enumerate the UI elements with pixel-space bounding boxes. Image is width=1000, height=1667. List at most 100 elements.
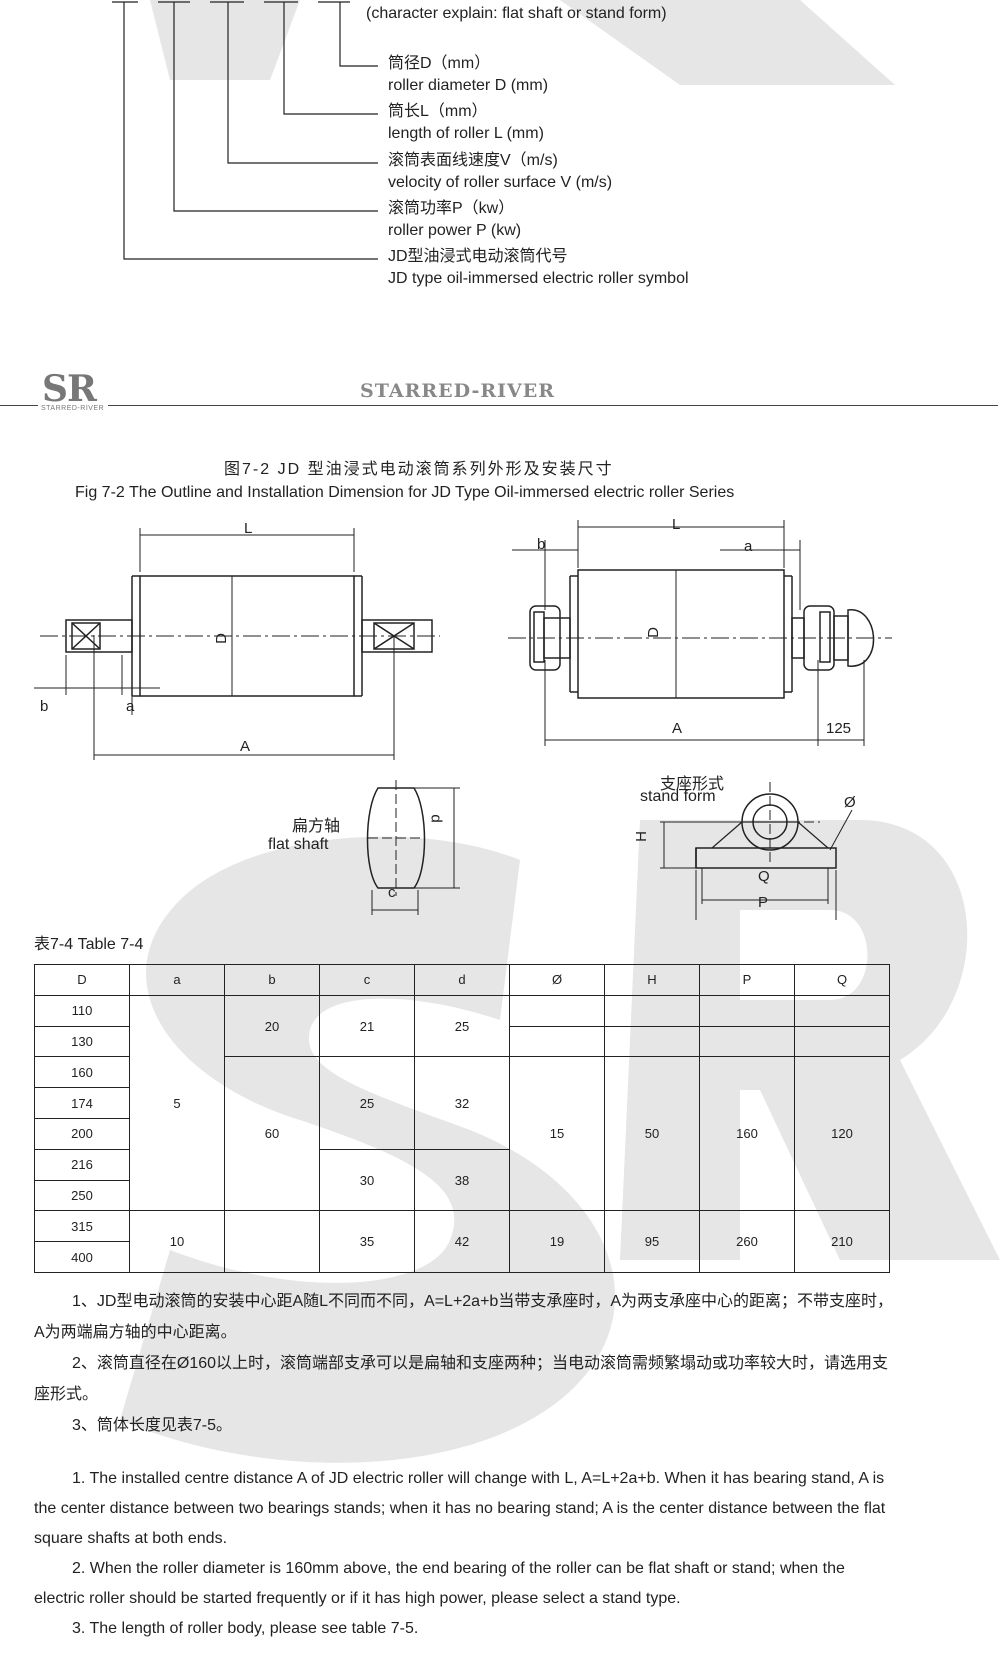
cell-H-empty: [604, 994, 700, 1027]
table-caption: 表7-4 Table 7-4: [34, 936, 144, 953]
stand-dim-phi: Ø: [844, 794, 856, 811]
left-dim-D: D: [212, 633, 230, 644]
table-header-row: D a b c d Ø H P Q: [34, 964, 890, 996]
table-row: 400: [34, 1241, 890, 1273]
cell-b: 60: [224, 1056, 320, 1212]
right-dim-L: L: [672, 516, 681, 533]
cell-D: 400: [34, 1241, 130, 1273]
cell-b: 20: [224, 994, 320, 1058]
legend-item-1-zh: 筒径D（mm）: [388, 55, 491, 72]
cell-d: 25: [414, 994, 510, 1058]
right-dim-A: A: [672, 720, 683, 737]
left-dim-A: A: [240, 738, 251, 755]
legend-item-4-en: roller power P (kw): [388, 222, 522, 239]
cell-P-empty: [699, 1025, 795, 1058]
cell-a: 5: [129, 994, 225, 1212]
table-row: 216 30 38: [34, 1148, 890, 1212]
cell-phi-empty: [509, 1025, 605, 1058]
legend-item-0-en: (character explain: flat shaft or stand …: [366, 5, 667, 22]
flat-shaft-dim-c: c: [388, 884, 396, 901]
note-zh-1: 1、JD型电动滚筒的安装中心距A随L不同而不同，A=L+2a+b当带支承座时，A…: [34, 1293, 893, 1341]
cell-c: 30: [319, 1148, 415, 1212]
cell-H-empty: [604, 1025, 700, 1058]
notes-chinese: 1、JD型电动滚筒的安装中心距A随L不同而不同，A=L+2a+b当带支承座时，A…: [34, 1286, 894, 1441]
legend-item-5-en: JD type oil-immersed electric roller sym…: [388, 270, 689, 287]
figure-title-zh: 图7-2 JD 型油浸式电动滚筒系列外形及安装尺寸: [224, 461, 614, 478]
note-en-1: 1. The installed centre distance A of JD…: [34, 1470, 886, 1547]
header-rule-right: [108, 405, 998, 406]
cell-P-empty: [699, 994, 795, 1027]
cell-D: 130: [34, 1025, 130, 1058]
cell-phi: 15: [509, 1056, 605, 1212]
roller-drawings: [34, 520, 892, 920]
right-dim-D: D: [644, 627, 662, 638]
cell-D: 110: [34, 994, 130, 1027]
cell-D: 250: [34, 1179, 130, 1212]
cell-d: 32: [414, 1056, 510, 1150]
header-b: b: [224, 964, 320, 996]
cell-phi-empty: [509, 994, 605, 1027]
notes-english: 1. The installed centre distance A of JD…: [34, 1464, 894, 1644]
cell-D: 160: [34, 1056, 130, 1089]
cell-H: 50: [604, 1056, 700, 1212]
header-H: H: [604, 964, 700, 996]
header-rule-left: [0, 405, 38, 406]
cell-phi: 19: [509, 1210, 605, 1273]
header-c: c: [319, 964, 415, 996]
left-dim-a: a: [126, 698, 135, 715]
cell-d: 42: [414, 1210, 510, 1273]
cell-P: 260: [699, 1210, 795, 1273]
stand-label-zh: 支座形式: [660, 776, 725, 793]
right-dim-125: 125: [826, 720, 852, 737]
sr-logo-subtext: STARRED-RIVER: [41, 405, 105, 412]
header-Q: Q: [794, 964, 890, 996]
cell-c: 25: [319, 1056, 415, 1150]
cell-H: 95: [604, 1210, 700, 1273]
cell-b-empty: [224, 1210, 320, 1273]
table-row: 110 5 20 21 25: [34, 994, 890, 1212]
code-legend-lines: [112, 1, 378, 260]
table-row: 174: [34, 1087, 890, 1119]
stand-dim-Q: Q: [758, 868, 770, 885]
cell-P: 160: [699, 1056, 795, 1212]
cell-D: 174: [34, 1087, 130, 1119]
right-roller-body: [577, 569, 785, 699]
cell-Q: 120: [794, 1056, 890, 1212]
stand-dim-P: P: [758, 894, 769, 911]
legend-item-1-en: roller diameter D (mm): [388, 77, 549, 94]
legend-item-4-zh: 滚筒功率P（kw）: [388, 200, 515, 217]
legend-item-3-en: velocity of roller surface V (m/s): [388, 174, 613, 191]
cell-Q-empty: [794, 1025, 890, 1058]
header-a: a: [129, 964, 225, 996]
stand-dim-H: H: [632, 831, 650, 842]
left-dim-L: L: [244, 520, 253, 537]
legend-item-5-zh: JD型油浸式电动滚筒代号: [388, 248, 568, 265]
dimension-table: D a b c d Ø H P Q 110 5 20 21 25 130 160…: [34, 964, 890, 1273]
sr-logo: SR: [42, 368, 97, 410]
cell-Q-empty: [794, 994, 890, 1027]
stand-label-en: stand form: [640, 788, 716, 805]
left-dim-b: b: [40, 698, 49, 715]
note-en-3: 3. The length of roller body, please see…: [72, 1620, 419, 1637]
cell-c: 21: [319, 994, 415, 1058]
cell-a: 10: [129, 1210, 225, 1273]
brand-name: STARRED-RIVER: [360, 380, 556, 402]
header-d: d: [414, 964, 510, 996]
cell-D: 200: [34, 1117, 130, 1150]
right-dim-b: b: [537, 536, 546, 553]
cell-D: 315: [34, 1210, 130, 1243]
note-zh-3: 3、筒体长度见表7-5。: [72, 1417, 233, 1434]
note-en-2: 2. When the roller diameter is 160mm abo…: [34, 1560, 845, 1607]
cell-c: 35: [319, 1210, 415, 1273]
cell-D: 216: [34, 1148, 130, 1181]
table-row: 130: [34, 1025, 890, 1058]
cell-Q: 210: [794, 1210, 890, 1273]
note-zh-2: 2、滚筒直径在Ø160以上时，滚筒端部支承可以是扁轴和支座两种；当电动滚筒需频繁…: [34, 1355, 889, 1403]
legend-item-3-zh: 滚筒表面线速度V（m/s): [388, 152, 558, 169]
table-row: 160 60 25 32 15 50 160 120: [34, 1056, 890, 1212]
header-P: P: [699, 964, 795, 996]
figure-title-en: Fig 7-2 The Outline and Installation Dim…: [75, 484, 735, 501]
legend-item-2-zh: 筒长L（mm）: [388, 103, 488, 120]
flat-shaft-dim-d: d: [427, 814, 445, 823]
right-dim-a: a: [744, 538, 753, 555]
